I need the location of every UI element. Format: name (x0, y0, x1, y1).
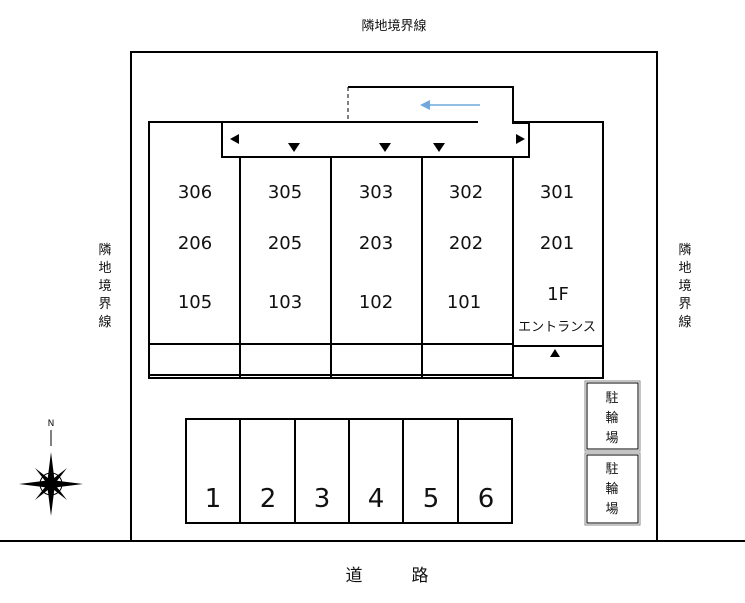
unit-number: 201 (540, 233, 574, 254)
compass-ring (39, 472, 63, 496)
door-arrow (379, 143, 391, 152)
corridor-right-arrow (516, 134, 525, 144)
left-boundary-char: 境 (98, 279, 111, 294)
property-boundary (130, 51, 658, 540)
compass-star-north (47, 452, 55, 484)
unit-number: 202 (449, 233, 483, 254)
door-arrow (288, 143, 300, 152)
compass-star-diag (35, 482, 53, 500)
unit-number: 305 (268, 182, 302, 203)
bicycle-parking-char: 輪 (605, 481, 618, 497)
compass-star-west (19, 480, 51, 488)
corridor-left-arrow (230, 134, 239, 144)
right-boundary-char: 線 (678, 314, 691, 330)
parking-space-number: 5 (423, 484, 440, 514)
compass-north-label: N (48, 419, 55, 429)
unit-number: 303 (359, 182, 393, 203)
bicycle-parking-1: 駐 輪 場 (584, 380, 641, 452)
parking-space-number: 4 (368, 484, 385, 514)
compass-star-south (47, 484, 55, 516)
bicycle-parking-char: 場 (605, 502, 618, 517)
left-boundary-label: 隣 地 境 界 線 (98, 242, 111, 330)
compass-star-diag (49, 482, 67, 500)
left-boundary-char: 界 (98, 297, 111, 312)
parking-space-number: 1 (205, 484, 222, 514)
bicycle-parking-char: 駐 (605, 462, 618, 477)
unit-number: 102 (359, 292, 393, 313)
flow-arrow-head (420, 100, 430, 110)
road-label-char: 路 (412, 566, 429, 586)
parking-space-number: 3 (314, 484, 331, 514)
unit-number: 301 (540, 182, 574, 203)
bicycle-parking-char: 場 (605, 431, 618, 446)
bicycle-parking-char: 輪 (605, 410, 618, 426)
parking-space-number: 6 (478, 484, 495, 514)
bicycle-parking-box (584, 452, 641, 526)
unit-number: 203 (359, 233, 393, 254)
door-arrow (433, 143, 445, 152)
unit-number: 103 (268, 292, 302, 313)
compass-star-diag (35, 468, 53, 486)
floor-label: 1F (547, 284, 569, 305)
unit-number: 205 (268, 233, 302, 254)
parking-space-number: 2 (260, 484, 277, 514)
unit-number: 101 (447, 292, 481, 313)
left-boundary-char: 隣 (98, 242, 111, 258)
top-boundary-label: 隣地境界線 (361, 18, 426, 34)
left-boundary-char: 線 (98, 314, 111, 330)
unit-number: 105 (178, 292, 212, 313)
unit-number: 306 (178, 182, 212, 203)
bicycle-parking-box (584, 380, 641, 452)
entrance-arrow (550, 349, 560, 357)
road-label-char: 道 (346, 566, 363, 586)
compass-star-diag (49, 468, 67, 486)
bicycle-parking-box-inner (586, 454, 639, 524)
unit-number: 206 (178, 233, 212, 254)
compass-icon: N (19, 419, 83, 516)
compass-star-east (51, 480, 83, 488)
bicycle-parking-box-inner (586, 382, 639, 450)
right-boundary-char: 界 (678, 297, 691, 312)
bicycle-parking-char: 駐 (605, 391, 618, 406)
entrance-label: エントランス (518, 320, 596, 335)
right-boundary-char: 隣 (678, 242, 691, 258)
right-boundary-char: 境 (678, 279, 691, 294)
right-boundary-char: 地 (678, 261, 691, 276)
right-boundary-label: 隣 地 境 界 線 (678, 242, 691, 330)
left-boundary-char: 地 (98, 261, 111, 276)
bicycle-parking-2: 駐 輪 場 (584, 452, 641, 526)
unit-number: 302 (449, 182, 483, 203)
